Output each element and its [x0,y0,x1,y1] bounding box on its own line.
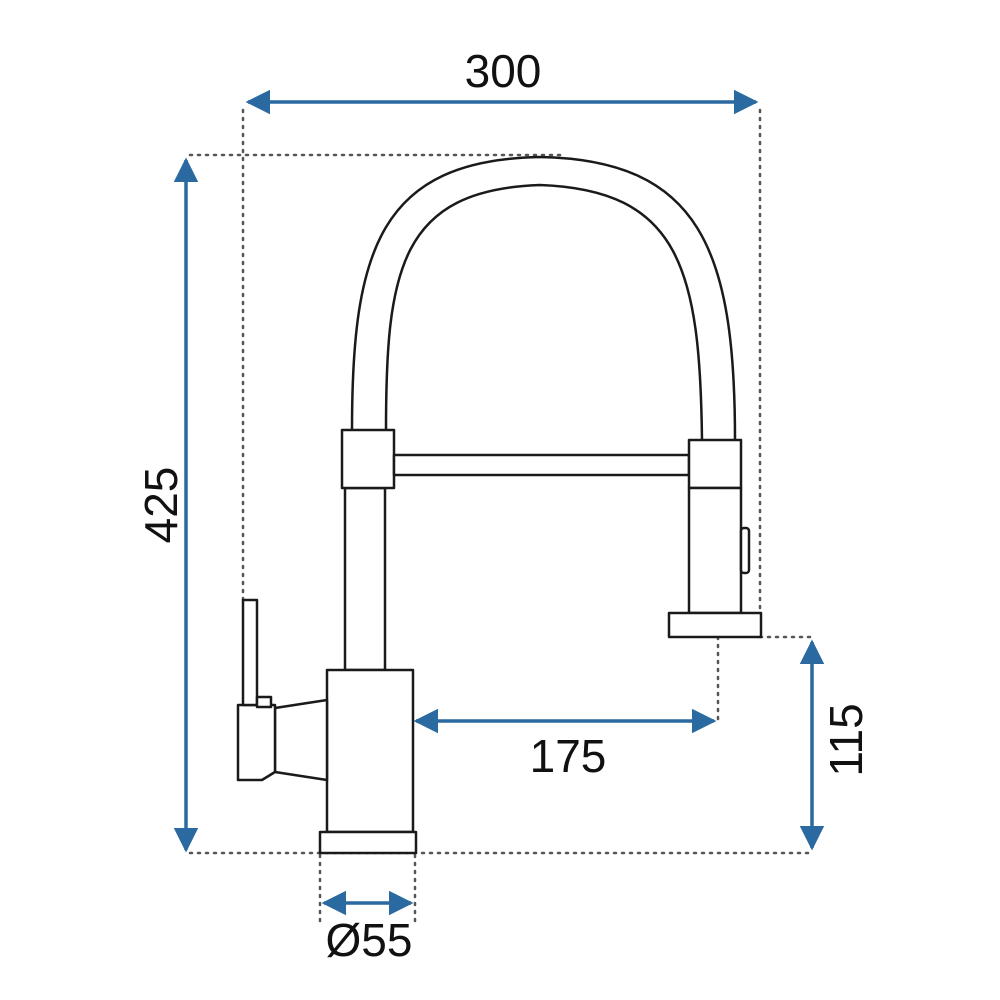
spray-head-outlet [667,611,763,639]
width-label: 300 [465,45,542,97]
faucet-body [325,668,415,834]
lever-handle [241,598,259,707]
dimension-labels: 300 425 175 115 Ø55 [135,45,872,966]
faucet-base [318,830,418,855]
spray-head-collar [687,438,743,490]
upper-collar [340,428,396,490]
holder-bar [392,453,691,477]
spray-head-button [739,526,751,575]
lever-hub [273,698,329,782]
gooseneck-inner [384,183,704,442]
dimension-lines [173,89,825,916]
spout-height-label: 115 [820,703,872,776]
lever-cap [255,695,273,709]
gooseneck-outer [350,155,737,442]
height-label: 425 [135,467,187,544]
main-column [343,486,387,672]
base-diameter-label: Ø55 [326,914,413,966]
reach-label: 175 [530,730,607,782]
lever-block [236,703,277,782]
spray-head-body [687,486,743,615]
faucet-outline [236,155,763,855]
